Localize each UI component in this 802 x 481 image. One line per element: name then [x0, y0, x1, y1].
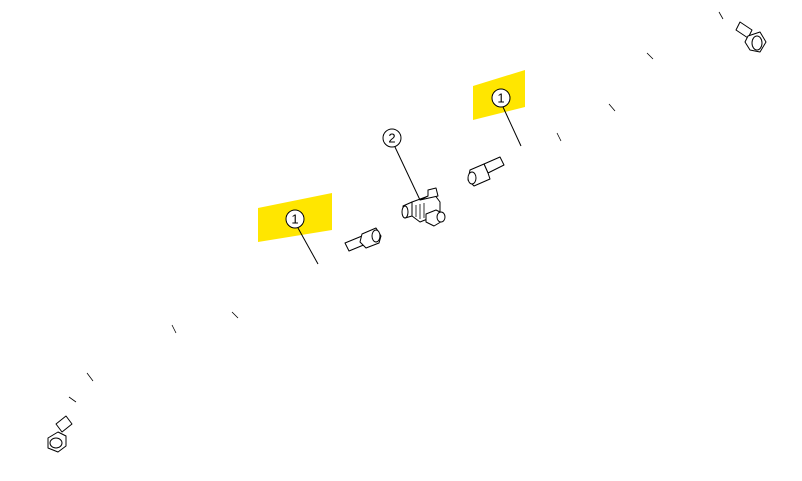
callout-2[interactable]: 2 — [382, 128, 402, 148]
callout-1-lower[interactable]: 1 — [285, 209, 305, 229]
callout-1-upper-label: 1 — [497, 91, 504, 106]
leader-callout-2 — [394, 146, 421, 201]
callout-1-lower-label: 1 — [291, 212, 298, 227]
leader-callout-1-lower — [297, 227, 319, 265]
callout-1-upper[interactable]: 1 — [491, 88, 511, 108]
callout-2-label: 2 — [388, 131, 395, 146]
upper-hose — [467, 11, 767, 187]
leader-callout-1-upper — [502, 106, 522, 147]
lower-hose — [47, 227, 382, 453]
tee-fitting — [401, 187, 446, 227]
